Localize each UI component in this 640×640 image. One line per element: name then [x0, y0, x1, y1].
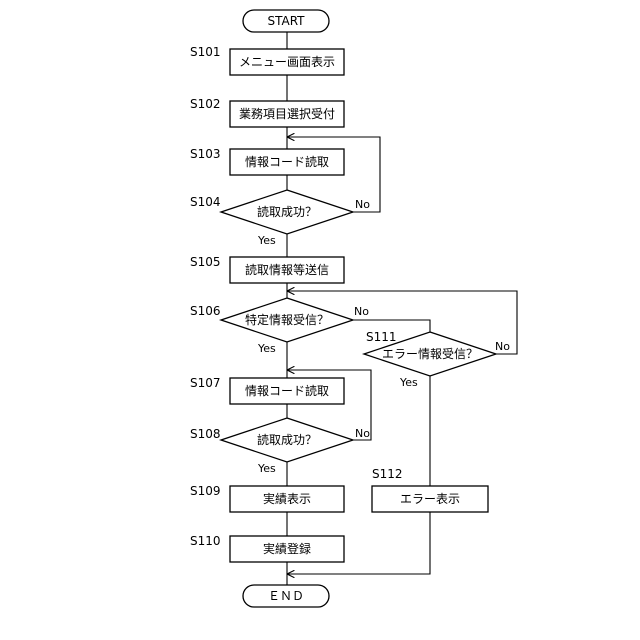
process-s102: 業務項目選択受付 [230, 101, 344, 127]
process-s103: 情報コード読取 [230, 149, 344, 175]
step-label-s110: S110 [190, 534, 221, 548]
decision-s104-label: 読取成功？ [257, 204, 317, 219]
step-label-s109: S109 [190, 484, 221, 498]
branch-label-s104-no: No [355, 198, 370, 211]
process-s109: 実績表示 [230, 486, 344, 512]
branch-label-s111-no: No [495, 340, 510, 353]
decision-s111-label: エラー情報受信？ [382, 347, 478, 361]
branch-label-s106-no: No [354, 305, 369, 318]
decision-s108: 読取成功？ [221, 418, 353, 462]
process-s107: 情報コード読取 [230, 378, 344, 404]
process-s105-label: 読取情報等送信 [245, 262, 329, 277]
start-terminal: START [243, 10, 329, 32]
step-label-s112: S112 [372, 467, 403, 481]
branch-label-s106-yes: Yes [257, 342, 276, 355]
step-label-s111: S111 [366, 330, 397, 344]
process-s107-label: 情報コード読取 [245, 383, 329, 398]
process-s110: 実績登録 [230, 536, 344, 562]
process-s101: メニュー画面表示 [230, 49, 344, 75]
step-label-s107: S107 [190, 376, 221, 390]
step-label-s106: S106 [190, 304, 221, 318]
process-s109-label: 実績表示 [263, 491, 311, 506]
step-label-s103: S103 [190, 147, 221, 161]
decision-s104: 読取成功？ [221, 190, 353, 234]
end-label: ＥＮＤ [268, 589, 304, 603]
process-s102-label: 業務項目選択受付 [239, 107, 335, 121]
step-label-s102: S102 [190, 97, 221, 111]
end-terminal: ＥＮＤ [243, 585, 329, 607]
start-label: START [267, 14, 305, 28]
branch-label-s108-no: No [355, 427, 370, 440]
step-label-s105: S105 [190, 255, 221, 269]
branch-label-s108-yes: Yes [257, 462, 276, 475]
step-label-s104: S104 [190, 195, 221, 209]
process-s110-label: 実績登録 [263, 541, 311, 556]
process-s101-label: メニュー画面表示 [239, 55, 335, 69]
process-s105: 読取情報等送信 [230, 257, 344, 283]
process-s112-label: エラー表示 [400, 492, 460, 506]
branch-label-s104-yes: Yes [257, 234, 276, 247]
process-s112: エラー表示 [372, 486, 488, 512]
process-s103-label: 情報コード読取 [245, 154, 329, 169]
decision-s106-label: 特定情報受信？ [245, 312, 329, 327]
branch-label-s111-yes: Yes [399, 376, 418, 389]
decision-s106: 特定情報受信？ [221, 298, 353, 342]
decision-s108-label: 読取成功？ [257, 432, 317, 447]
step-label-s108: S108 [190, 427, 221, 441]
step-label-s101: S101 [190, 45, 221, 59]
